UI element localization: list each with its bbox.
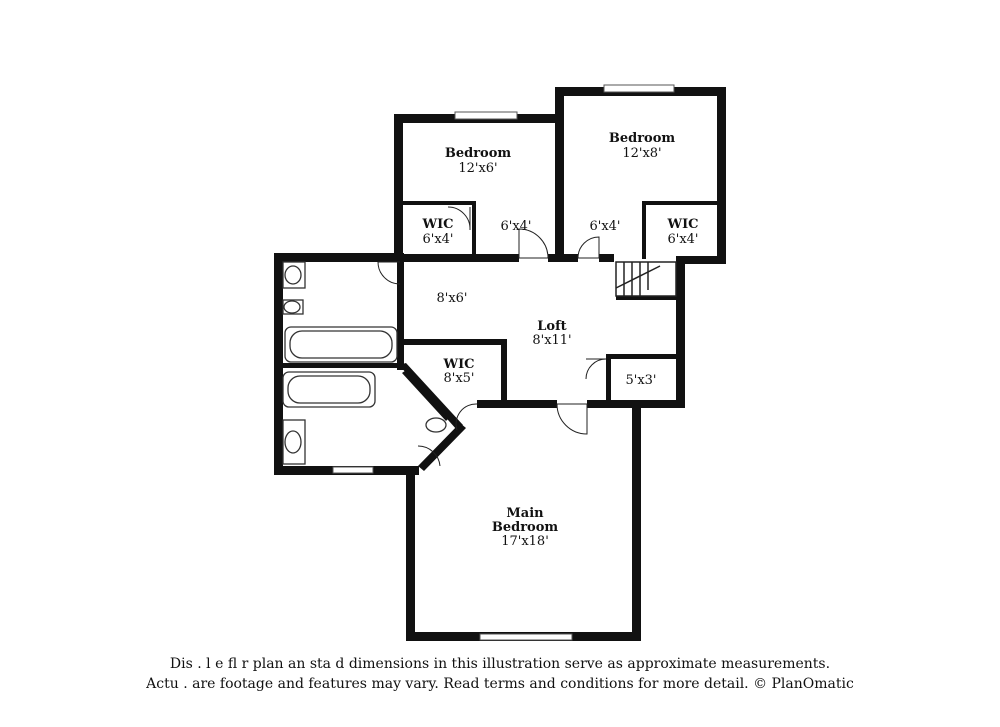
wic-right-walls [642,201,718,259]
stairs [615,261,677,297]
wic-right-dim: 6'x4' [667,232,698,247]
wic-left-walls [403,201,476,259]
bedroom-left-name: Bedroom [445,146,512,161]
closet-small-dim: 5'x3' [625,373,656,388]
wic-left-name: WIC [421,217,453,232]
bedroom-left-dim: 12'x6' [458,161,497,176]
loft-name: Loft [537,319,566,334]
window [479,633,573,641]
bedroom-right-walls [555,87,726,264]
window [332,466,374,474]
main-bedroom-name-2: Bedroom [492,520,559,535]
hall-dim: 8'x6' [436,291,467,306]
disclaimer-line-1: Dis . l e fl r plan an sta d dimensions … [169,656,831,672]
window [603,84,675,93]
wic-main-name: WIC [442,357,474,372]
disclaimer-line-2: Actu . are footage and features may vary… [146,676,854,692]
bedroom-right-name: Bedroom [609,131,676,146]
wic-main-walls [400,339,557,408]
main-bedroom-dim: 17'x18' [501,534,549,549]
window [454,111,518,120]
main-bedroom-name-1: Main [506,506,544,521]
closet-right-dim: 6'x4' [589,219,620,234]
closet-left-dim: 6'x4' [500,219,531,234]
wic-main-dim: 8'x5' [443,371,474,386]
wic-right-name: WIC [666,217,698,232]
doors [377,206,607,467]
wic-left-dim: 6'x4' [422,232,453,247]
loft-dim: 8'x11' [532,333,571,348]
bedroom-right-dim: 12'x8' [622,146,661,161]
bath-fixtures [282,261,447,465]
